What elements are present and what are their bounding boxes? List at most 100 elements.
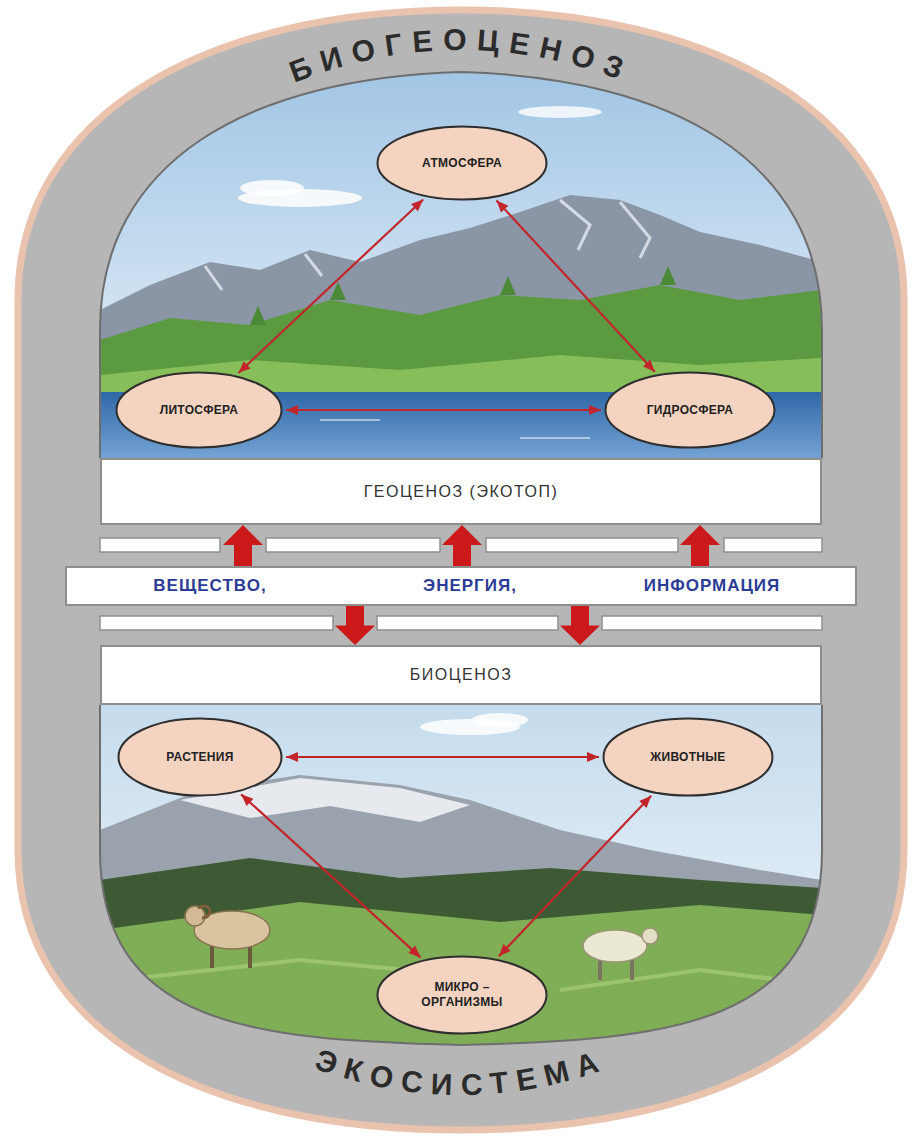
sheep-figure: [583, 928, 658, 980]
band-segment: [377, 616, 558, 630]
node-label: АТМОСФЕРА: [422, 156, 502, 171]
bio-landscape: [100, 700, 822, 1050]
ellipse-shape: [119, 719, 282, 796]
forest-hills: [660, 266, 676, 285]
connector: [286, 752, 599, 762]
node-label: РАСТЕНИЯ: [166, 750, 233, 765]
node-label: МИКРО – ОРГАНИЗМЫ: [412, 980, 512, 1010]
sphere-ellipse: ЛИТОСФЕРА: [115, 371, 283, 449]
connector: [241, 794, 420, 957]
band-segment: [100, 538, 822, 630]
geo-landscape: [100, 60, 822, 462]
arrow-head: [499, 944, 511, 956]
ram-figure: [198, 906, 210, 918]
flow-band: ВЕЩЕСТВО, ЭНЕРГИЯ, ИНФОРМАЦИЯ: [65, 566, 857, 606]
arc-title-text: ЭКОСИСТЕМА: [311, 1043, 610, 1102]
ram-figure: [185, 906, 270, 968]
block-arrow: [335, 606, 375, 645]
connector-line: [286, 756, 599, 758]
block-arrow: [223, 525, 263, 566]
mountain-range: [205, 266, 222, 290]
mountain-range: [620, 202, 650, 258]
forest-hills: [500, 276, 516, 295]
connector-line: [286, 409, 601, 411]
cloud: [238, 106, 602, 207]
sphere-ellipse: АТМОСФЕРА: [376, 125, 548, 201]
ellipse-shape: [378, 127, 547, 200]
capsule-shape: [18, 10, 904, 1130]
mountain-range: [305, 254, 322, 276]
node-label: ЭНЕРГИЯ,: [423, 576, 517, 596]
bio-landscape: [100, 700, 822, 1050]
connector: [499, 796, 651, 956]
node-label: ВЕЩЕСТВО,: [153, 576, 266, 596]
ram-figure: [185, 906, 205, 926]
arrow-head: [587, 752, 599, 762]
band-segment: [100, 538, 220, 552]
cloud: [420, 713, 528, 735]
arc-title: БИОГЕОЦЕНОЗ: [285, 23, 638, 88]
label-holder: ЛИТОСФЕРА: [160, 403, 239, 418]
meadow: [100, 902, 822, 1045]
label-holder: ГИДРОСФЕРА: [647, 403, 734, 418]
node-label: БИОЦЕНОЗ: [410, 666, 513, 684]
node-label: ИНФОРМАЦИЯ: [644, 576, 781, 596]
ellipse-shape: [604, 719, 773, 796]
band-segment: [266, 538, 440, 552]
arrow-head: [589, 405, 601, 415]
arrow-head: [639, 796, 651, 808]
connector-line: [238, 199, 423, 373]
block-arrow-shape: [680, 525, 720, 566]
block-arrow-shape: [335, 606, 375, 645]
block-arrow: [680, 525, 720, 566]
lake-water: [320, 419, 380, 421]
label-holder: ЖИВОТНЫЕ: [650, 750, 725, 765]
sheep-figure: [583, 930, 647, 962]
band-segment: [486, 538, 678, 552]
arrow-head: [408, 946, 420, 958]
connector-line: [499, 796, 651, 956]
node-label: ЖИВОТНЫЕ: [650, 750, 725, 765]
arrow-head: [643, 360, 655, 372]
ellipse-shape: [606, 373, 775, 448]
arrow-head: [497, 200, 509, 212]
sheep-figure: [630, 958, 634, 980]
label-holder: АТМОСФЕРА: [422, 156, 502, 171]
sphere-ellipse: ГИДРОСФЕРА: [604, 371, 776, 449]
organism-ellipse: МИКРО – ОРГАНИЗМЫ: [376, 955, 548, 1035]
ellipse-shape: [117, 373, 282, 448]
label-holder: МИКРО – ОРГАНИЗМЫ: [412, 980, 512, 1010]
connector: [238, 199, 423, 373]
connector-line: [497, 200, 655, 371]
arc-title: ЭКОСИСТЕМА: [311, 1043, 610, 1102]
ellipse-shape: [378, 957, 547, 1034]
organism-ellipse: ЖИВОТНЫЕ: [602, 717, 774, 797]
arc-title-text: БИОГЕОЦЕНОЗ: [285, 23, 638, 88]
band-segment: [724, 538, 822, 552]
lake-water: [520, 437, 590, 439]
arrow-head: [411, 199, 423, 211]
cloud: [472, 713, 528, 727]
meadow: [100, 902, 822, 1045]
mountain-range: [560, 200, 590, 250]
biocenosis-band: БИОЦЕНОЗ: [100, 645, 822, 705]
block-arrow: [560, 606, 600, 645]
forest-hills: [330, 282, 346, 300]
picture-frame: [100, 705, 822, 1045]
arrow-head: [286, 752, 298, 762]
arrow-head: [241, 794, 253, 806]
arrow-head: [238, 361, 250, 373]
label-holder: РАСТЕНИЯ: [166, 750, 233, 765]
forest-hills: [250, 306, 266, 325]
geocenosis-band: ГЕОЦЕНОЗ (ЭКОТОП): [100, 458, 822, 525]
block-arrow: [442, 525, 482, 566]
cloud: [518, 106, 602, 118]
connector: [497, 200, 655, 371]
connector-line: [241, 794, 420, 957]
arrow-head: [286, 405, 298, 415]
snow-mountain: [100, 775, 822, 1045]
block-arrow-shape: [442, 525, 482, 566]
band-segment: [100, 616, 333, 630]
